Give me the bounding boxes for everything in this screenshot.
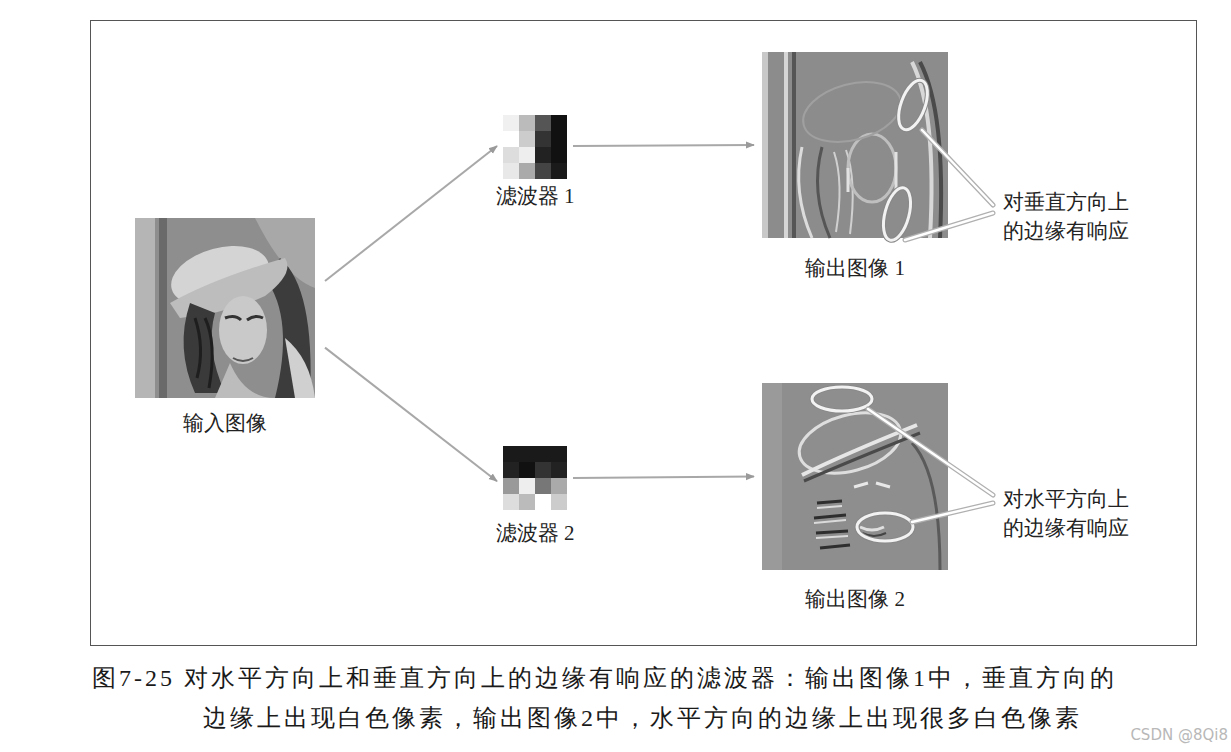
input-photo bbox=[135, 218, 315, 398]
flow-arrow bbox=[325, 348, 497, 482]
filter-node: 滤波器 2 bbox=[482, 446, 588, 546]
picture-area bbox=[762, 383, 948, 570]
node-label: 滤波器 2 bbox=[482, 520, 588, 546]
figure-caption: 图7-25 对水平方向上和垂直方向上的边缘有响应的滤波器：输出图像1中，垂直方向… bbox=[92, 658, 1204, 738]
node-label: 输出图像 2 bbox=[759, 586, 951, 612]
picture-area bbox=[135, 218, 315, 398]
image-node: 输出图像 2 bbox=[759, 383, 951, 612]
callout-text: 对水平方向上 的边缘有响应 bbox=[1003, 485, 1153, 543]
picture-area bbox=[503, 446, 567, 510]
flow-arrow bbox=[325, 146, 497, 281]
filter-kernel bbox=[503, 446, 567, 510]
filter-node: 滤波器 1 bbox=[482, 115, 588, 209]
output-photo bbox=[762, 52, 948, 238]
frame bbox=[91, 21, 1197, 646]
watermark: CSDN @8Qi8 bbox=[1130, 726, 1228, 744]
node-label: 输出图像 1 bbox=[759, 255, 951, 281]
flow-arrow bbox=[573, 477, 754, 479]
filter-kernel bbox=[503, 115, 567, 179]
node-label: 滤波器 1 bbox=[482, 183, 588, 209]
picture-area bbox=[503, 115, 567, 177]
output-photo bbox=[762, 383, 948, 570]
flow-arrow bbox=[573, 145, 754, 146]
picture-area bbox=[762, 52, 948, 238]
node-label: 输入图像 bbox=[132, 410, 318, 436]
leader-line bbox=[868, 130, 993, 522]
callout-text: 对垂直方向上 的边缘有响应 bbox=[1003, 188, 1153, 246]
image-node: 输入图像 bbox=[132, 218, 318, 436]
image-node: 输出图像 1 bbox=[759, 52, 951, 281]
callout-ellipse bbox=[812, 76, 933, 541]
